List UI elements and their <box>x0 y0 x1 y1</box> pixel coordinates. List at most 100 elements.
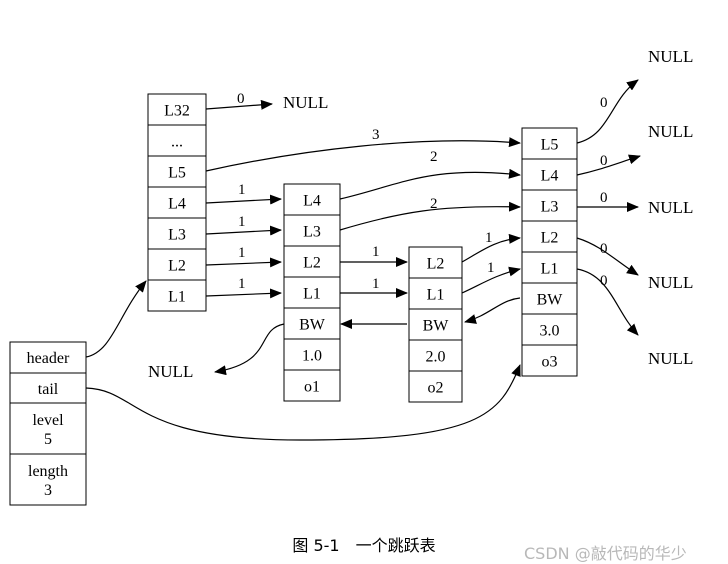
node3-level-L4-label: L4 <box>541 168 559 185</box>
node1-level-L1-label: L1 <box>303 286 321 303</box>
tail-pointer-arrow <box>85 364 521 441</box>
null-label-L3: NULL <box>648 198 693 217</box>
node1-obj-label: o1 <box>304 379 320 396</box>
node3-level-L3: L3 <box>521 189 578 222</box>
header-level-L5-label: L5 <box>168 165 186 182</box>
node1-level-L2: L2 <box>283 245 341 278</box>
header-level-L2: L2 <box>147 248 207 281</box>
svg-text:length: length <box>28 463 68 480</box>
span-node1-L3: 2 <box>430 196 438 212</box>
header-level-L4: L4 <box>147 186 207 219</box>
span-node1-L2: 1 <box>372 244 380 260</box>
node3-score: 3.0 <box>521 313 578 346</box>
header-level-L1: L1 <box>147 279 207 312</box>
node3-obj: o3 <box>521 344 578 377</box>
null-label-header-L32: NULL <box>283 93 328 112</box>
node1-score-label: 1.0 <box>302 348 322 365</box>
span-header-L3: 1 <box>238 214 246 230</box>
header-L3-arrow <box>205 225 282 236</box>
header-L5-arrow <box>205 137 521 172</box>
node3-backward: BW <box>521 282 578 315</box>
span-header-L2: 1 <box>238 245 246 261</box>
node2-level-L2: L2 <box>408 246 463 279</box>
list-header-field: header <box>9 341 87 374</box>
node3-L5-arrow <box>576 79 639 144</box>
span-header-L4: 1 <box>238 182 246 198</box>
node1-level-L4-label: L4 <box>303 193 321 210</box>
svg-text:level: level <box>32 412 64 429</box>
node3-score-label: 3.0 <box>540 323 560 340</box>
span-node1-L1: 1 <box>372 276 380 292</box>
svg-text:5: 5 <box>44 431 52 448</box>
span-header-L1: 1 <box>238 276 246 292</box>
header-level-L2-label: L2 <box>168 258 186 275</box>
node1-score: 1.0 <box>283 338 341 371</box>
span-node3-L3: 0 <box>600 190 608 206</box>
null-label-L2: NULL <box>648 273 693 292</box>
node3-L1-arrow <box>576 268 639 336</box>
forward-pointers <box>85 79 641 441</box>
span-labels: 0 3 1 1 1 1 2 2 1 1 1 1 0 0 0 0 0 <box>237 91 608 292</box>
node1-L4-arrow <box>339 168 521 200</box>
node1-L3-arrow <box>339 201 521 231</box>
node3-level-L1: L1 <box>521 251 578 284</box>
header-pointer-arrow <box>85 280 147 358</box>
node1-level-L3-label: L3 <box>303 224 321 241</box>
node1-backward-label: BW <box>299 317 326 334</box>
null-labels: NULL NULL NULL NULL NULL NULL NULL <box>148 47 693 381</box>
header-level-ellipsis: ... <box>147 124 207 157</box>
span-node1-L4: 2 <box>430 149 438 165</box>
span-node3-L5: 0 <box>600 95 608 111</box>
svg-text:tail: tail <box>38 381 59 398</box>
header-level-L32: L32 <box>147 93 207 126</box>
node2-obj: o2 <box>408 370 463 403</box>
null-label-L1: NULL <box>648 349 693 368</box>
node2-obj-label: o2 <box>428 380 444 397</box>
svg-text:3: 3 <box>44 482 52 499</box>
header-level-L3: L3 <box>147 217 207 250</box>
null-label-L5: NULL <box>648 47 693 66</box>
span-node3-L1: 0 <box>600 273 608 289</box>
node1-level-L4: L4 <box>283 183 341 216</box>
header-level-L32-label: L32 <box>164 103 190 120</box>
node2-backward-label: BW <box>423 318 450 335</box>
header-L4-arrow <box>205 194 282 205</box>
node3-level-L1-label: L1 <box>541 261 559 278</box>
span-node2-L2: 1 <box>485 230 493 246</box>
span-node3-L2: 0 <box>600 241 608 257</box>
node2-L2-arrow <box>461 233 521 263</box>
header-L2-arrow <box>205 257 282 268</box>
node2-level-L1: L1 <box>408 277 463 310</box>
list-tail-field: tail <box>9 372 87 404</box>
node2-level-L2-label: L2 <box>427 256 445 273</box>
header-level-L1-label: L1 <box>168 289 186 306</box>
null-label-L4: NULL <box>648 122 693 141</box>
node3-level-L5-label: L5 <box>541 137 559 154</box>
node2-level-L1-label: L1 <box>427 287 445 304</box>
node3-level-L5: L5 <box>521 127 578 160</box>
node2-score: 2.0 <box>408 339 463 372</box>
header-level-L3-label: L3 <box>168 227 186 244</box>
node1-level-L3: L3 <box>283 214 341 247</box>
node3-L2-arrow <box>576 237 639 276</box>
null-label-backward: NULL <box>148 362 193 381</box>
backward-pointers <box>214 297 521 376</box>
span-node2-L1: 1 <box>487 260 495 276</box>
node1-level-L1: L1 <box>283 276 341 309</box>
header-L32-arrow <box>205 99 273 110</box>
node3-level-L2: L2 <box>521 220 578 253</box>
node1-backward-arrow <box>214 323 285 376</box>
node2-score-label: 2.0 <box>426 349 446 366</box>
node3-backward-label: BW <box>537 292 564 309</box>
header-level-ellipsis-label: ... <box>171 134 183 151</box>
span-header-L5: 3 <box>372 127 380 143</box>
header-L1-arrow <box>205 288 282 299</box>
watermark: CSDN @敲代码的华少 <box>524 544 687 563</box>
node3-obj-label: o3 <box>542 354 558 371</box>
list-length-field: length 3 <box>9 453 87 506</box>
figure-caption: 图 5-1 一个跳跃表 <box>292 536 436 555</box>
node3-level-L3-label: L3 <box>541 199 559 216</box>
